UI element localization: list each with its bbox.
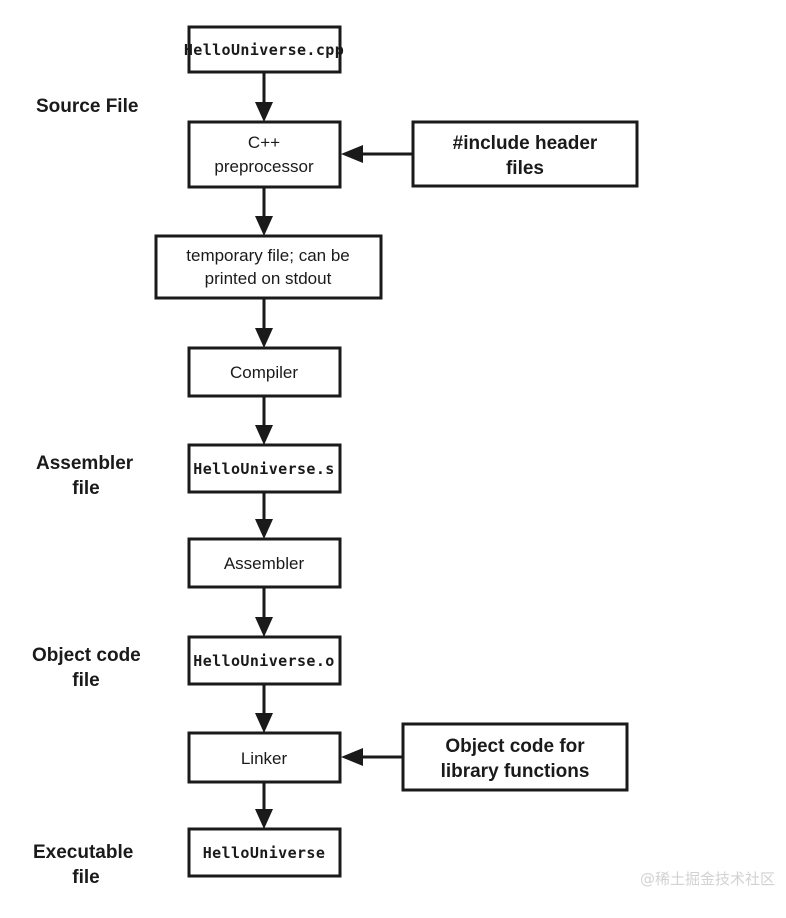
stage-label-source-file-line1: Source File (36, 96, 138, 117)
node-cpp-preprocessor[interactable]: C++ preprocessor (187, 120, 342, 189)
node-linker-label: Linker (241, 749, 288, 768)
node-assembler-box[interactable] (187, 537, 342, 589)
node-hellouniverse-s[interactable]: HelloUniverse.s (187, 443, 342, 494)
arrowhead-preprocessor (255, 102, 273, 122)
node-hellouniverse-exe-label: HelloUniverse (203, 844, 326, 862)
node-hellouniverse-cpp[interactable]: HelloUniverse.cpp (184, 25, 344, 74)
node-compiler-label: Compiler (230, 363, 298, 382)
stage-label-executable-file-line2: file (72, 867, 99, 888)
arrowhead-assembler (255, 519, 273, 539)
node-temporary-file-line1: temporary file; can be (186, 246, 349, 265)
node-hellouniverse-o-label: HelloUniverse.o (193, 652, 334, 670)
stage-label-executable-file-line1: Executable (33, 842, 133, 863)
node-hellouniverse-s-label: HelloUniverse.s (193, 460, 334, 478)
stage-label-assembler-file-line2: file (72, 478, 99, 499)
node-include-header-files-line1: #include header (453, 133, 598, 154)
node-include-header-files-line2: files (506, 158, 544, 179)
stage-label-source-file: Source File (36, 96, 138, 117)
node-linker-box[interactable] (187, 731, 342, 784)
stage-label-executable-file: Executable file (33, 842, 133, 888)
arrowhead-linker-side (341, 748, 363, 766)
node-object-code-library[interactable]: Object code for library functions (401, 722, 629, 792)
arrowhead-executable (255, 809, 273, 829)
node-hellouniverse-exe-box[interactable] (187, 827, 342, 878)
node-cpp-preprocessor-line2: preprocessor (214, 157, 314, 176)
node-temporary-file[interactable]: temporary file; can be printed on stdout (154, 234, 383, 300)
node-assembler-label: Assembler (224, 554, 305, 573)
node-hellouniverse-cpp-label: HelloUniverse.cpp (184, 41, 344, 59)
node-hellouniverse-cpp-box[interactable] (187, 25, 342, 74)
arrowhead-linker (255, 713, 273, 733)
node-hellouniverse-o-box[interactable] (187, 635, 342, 686)
stage-label-object-code-file-line2: file (72, 670, 99, 691)
node-hellouniverse-s-box[interactable] (187, 443, 342, 494)
node-object-code-library-box[interactable] (401, 722, 629, 792)
stage-label-object-code-file-line1: Object code (32, 645, 141, 666)
arrowhead-preprocessor-side (341, 145, 363, 163)
watermark-text: @稀土掘金技术社区 (640, 870, 775, 888)
arrowhead-temp (255, 216, 273, 236)
stage-label-assembler-file-line1: Assembler (36, 453, 134, 474)
stage-label-object-code-file: Object code file (32, 645, 141, 691)
node-include-header-files[interactable]: #include header files (411, 120, 639, 188)
arrowhead-obj-file (255, 617, 273, 637)
node-assembler[interactable]: Assembler (187, 537, 342, 589)
node-hellouniverse-exe[interactable]: HelloUniverse (187, 827, 342, 878)
arrowhead-asm-file (255, 425, 273, 445)
arrowhead-compiler (255, 328, 273, 348)
node-object-code-library-line1: Object code for (445, 736, 585, 757)
node-hellouniverse-o[interactable]: HelloUniverse.o (187, 635, 342, 686)
node-cpp-preprocessor-box[interactable] (187, 120, 342, 189)
node-include-header-files-box[interactable] (411, 120, 639, 188)
node-cpp-preprocessor-line1: C++ (248, 133, 280, 152)
stage-label-assembler-file: Assembler file (36, 453, 134, 499)
node-compiler-box[interactable] (187, 346, 342, 398)
connector-group (255, 72, 413, 829)
node-linker[interactable]: Linker (187, 731, 342, 784)
node-compiler[interactable]: Compiler (187, 346, 342, 398)
node-temporary-file-box[interactable] (154, 234, 383, 300)
node-temporary-file-line2: printed on stdout (205, 269, 332, 288)
node-object-code-library-line2: library functions (441, 761, 590, 782)
